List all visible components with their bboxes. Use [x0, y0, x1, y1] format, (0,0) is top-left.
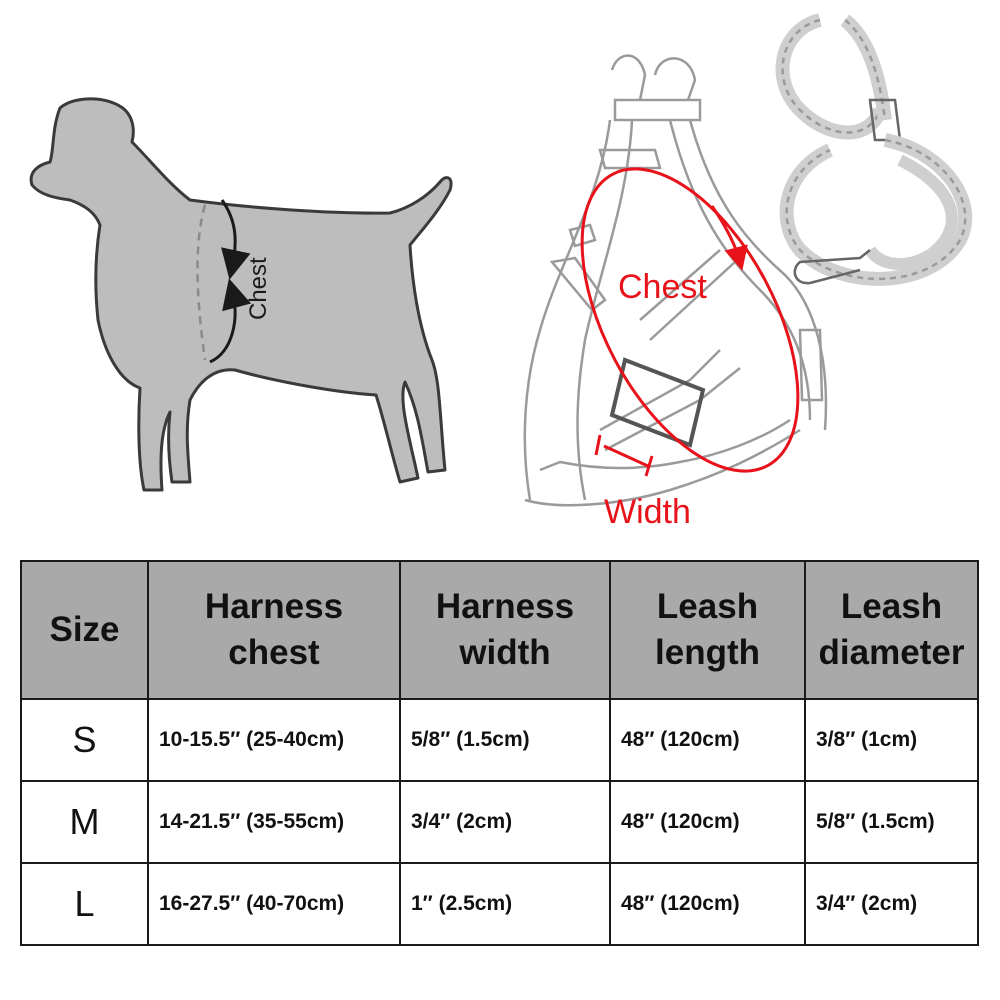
harness-drawing: [523, 54, 828, 507]
size-chart-table: Size Harness chest Harness width Leash l…: [20, 560, 979, 946]
size-cell: M: [20, 780, 149, 864]
harness-width-cell: 5/8″ (1.5cm): [399, 698, 611, 782]
table-header-row: Size Harness chest Harness width Leash l…: [20, 560, 979, 700]
width-measure-marker: [594, 434, 654, 477]
size-cell: L: [20, 862, 149, 946]
dog-chest-label: Chest: [245, 257, 272, 320]
leash-length-cell: 48″ (120cm): [609, 780, 806, 864]
table-row: L 16-27.5″ (40-70cm) 1″ (2.5cm) 48″ (120…: [20, 862, 979, 946]
header-harness-chest: Harness chest: [147, 560, 401, 700]
leash-diameter-cell: 3/4″ (2cm): [804, 862, 979, 946]
header-harness-width: Harness width: [399, 560, 611, 700]
harness-chest-cell: 10-15.5″ (25-40cm): [147, 698, 401, 782]
leash-drawing: [775, 13, 973, 286]
harness-chest-cell: 14-21.5″ (35-55cm): [147, 780, 401, 864]
harness-width-label: Width: [604, 493, 691, 531]
header-harness-width-line-1: Harness: [435, 587, 575, 626]
harness-chest-cell: 16-27.5″ (40-70cm): [147, 862, 401, 946]
header-leash-diameter: Leash diameter: [804, 560, 979, 700]
header-size: Size: [20, 560, 149, 700]
harness-chest-measure: [580, 167, 800, 473]
leash-diameter-cell: 3/8″ (1cm): [804, 698, 979, 782]
harness-width-cell: 3/4″ (2cm): [399, 780, 611, 864]
leash-length-cell: 48″ (120cm): [609, 862, 806, 946]
header-leash-diameter-line-2: diameter: [818, 633, 965, 672]
harness-width-cell: 1″ (2.5cm): [399, 862, 611, 946]
product-illustration: Chest Chest Width: [29, 13, 973, 531]
header-harness-chest-line-1: Harness: [204, 587, 344, 626]
leash-diameter-cell: 5/8″ (1.5cm): [804, 780, 979, 864]
header-leash-length: Leash length: [609, 560, 806, 700]
harness-chest-label: Chest: [618, 268, 707, 306]
table-row: S 10-15.5″ (25-40cm) 5/8″ (1.5cm) 48″ (1…: [20, 698, 979, 782]
header-harness-chest-line-2: chest: [228, 633, 320, 672]
size-cell: S: [20, 698, 149, 782]
header-leash-length-line-1: Leash: [656, 587, 759, 626]
dog-silhouette: [29, 97, 453, 492]
header-leash-length-line-2: length: [655, 633, 760, 672]
chest-measure-arrow: [710, 205, 748, 271]
table-row: M 14-21.5″ (35-55cm) 3/4″ (2cm) 48″ (120…: [20, 780, 979, 864]
header-harness-width-line-2: width: [459, 633, 551, 672]
header-leash-diameter-line-1: Leash: [840, 587, 943, 626]
leash-length-cell: 48″ (120cm): [609, 698, 806, 782]
